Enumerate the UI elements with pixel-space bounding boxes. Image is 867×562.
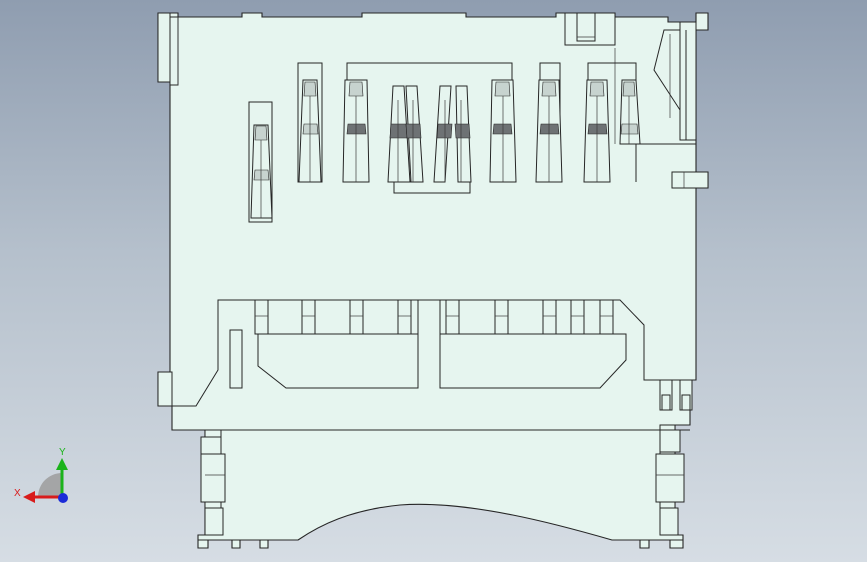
triad-x-arrow — [23, 491, 35, 503]
spring-contact-3 — [342, 79, 370, 183]
spring-contact-9 — [619, 79, 641, 145]
connector-housing — [157, 12, 709, 549]
top-latch-inner — [576, 12, 596, 42]
contact-bridge — [388, 181, 471, 194]
spring-contact-7 — [535, 79, 563, 183]
left-latch — [157, 371, 173, 407]
view-triad: Y X — [14, 447, 68, 503]
right-rail — [679, 21, 697, 141]
card-window-right — [439, 333, 627, 389]
card-window-left — [257, 333, 419, 389]
left-mount-leg — [200, 429, 226, 536]
terminal-row — [254, 299, 614, 335]
spring-contact-6 — [489, 79, 517, 183]
lower-left-slot — [229, 329, 243, 389]
triad-y-label: Y — [59, 447, 66, 458]
right-tab — [671, 171, 709, 189]
lower-frame — [172, 299, 696, 407]
triad-y-arrow — [56, 458, 68, 470]
right-detect-pins — [659, 379, 693, 411]
triad-x-label: X — [14, 488, 21, 499]
left-rail — [157, 12, 171, 83]
triad-plane-shade — [38, 473, 62, 497]
left-rail-strip — [169, 16, 179, 86]
right-spring-arm — [653, 29, 681, 112]
spring-contact-2 — [297, 62, 323, 183]
right-mount-leg — [655, 424, 685, 536]
triad-z-axis — [58, 493, 68, 503]
spring-contact-8 — [583, 79, 611, 183]
spring-contact-5 — [433, 85, 472, 183]
spring-contact-1 — [248, 101, 273, 223]
spring-contact-4 — [387, 85, 424, 183]
